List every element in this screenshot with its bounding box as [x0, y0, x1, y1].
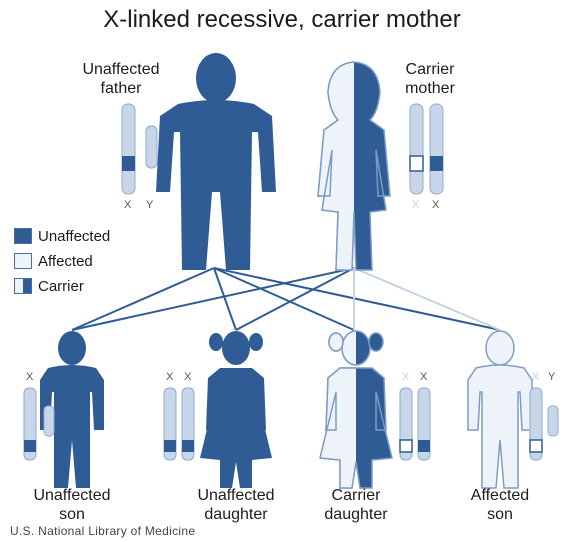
dau2-chrom-label-x2: X — [420, 371, 428, 383]
mother-x-chromosome-1 — [410, 104, 423, 194]
father-label-line1: Unaffected — [66, 60, 176, 79]
child-label-2: Unaffected daughter — [176, 486, 296, 524]
child-label-2-line1: Unaffected — [176, 486, 296, 505]
dau2-chrom-label-x1: X — [402, 371, 410, 383]
father-chromosomes — [122, 104, 157, 194]
legend-label: Affected — [38, 253, 93, 270]
son1-chrom-label-x: X — [26, 371, 34, 383]
legend-item-carrier: Carrier — [14, 276, 84, 296]
child-label-1: Unaffected son — [22, 486, 122, 524]
son1-chrom-label-y: Y — [44, 371, 52, 383]
legend-swatch-light — [14, 253, 32, 269]
child-label-4-line2: son — [450, 505, 550, 524]
dau1-chrom-label-x1: X — [166, 371, 174, 383]
child-label-3-line1: Carrier — [306, 486, 406, 505]
child-label-4: Affected son — [450, 486, 550, 524]
credit-text: U.S. National Library of Medicine — [10, 524, 195, 538]
father-x-chromosome — [122, 104, 135, 194]
child-label-3-line2: daughter — [306, 505, 406, 524]
dau1-chrom-label-x2: X — [184, 371, 192, 383]
child-label-4-line1: Affected — [450, 486, 550, 505]
unaffected-daughter-chromosomes — [164, 388, 194, 460]
carrier-daughter-chromosomes — [400, 388, 430, 460]
child-label-1-line2: son — [22, 505, 122, 524]
affected-son-chromosomes — [530, 388, 558, 460]
mother-x-chromosome-2 — [430, 104, 443, 194]
father-chrom-label-x: X — [124, 199, 132, 211]
carrier-daughter-figure — [320, 331, 392, 488]
inheritance-lines — [72, 268, 500, 330]
father-y-chromosome — [146, 126, 157, 168]
mother-label-line2: mother — [380, 79, 480, 98]
father-chrom-label-y: Y — [146, 199, 154, 211]
father-x-band — [122, 156, 135, 171]
legend-swatch-dark — [14, 228, 32, 244]
mother-x-band-normal — [430, 156, 443, 171]
father-label: Unaffected father — [66, 60, 176, 98]
father-label-line2: father — [66, 79, 176, 98]
legend-swatch-half — [14, 278, 32, 294]
child-label-3: Carrier daughter — [306, 486, 406, 524]
legend-item-unaffected: Unaffected — [14, 226, 110, 246]
legend-item-affected: Affected — [14, 251, 93, 271]
child-label-1-line1: Unaffected — [22, 486, 122, 505]
mother-label-line1: Carrier — [380, 60, 480, 79]
son2-chrom-label-x: X — [532, 371, 540, 383]
mother-chrom-label-x2: X — [432, 199, 440, 211]
legend-label: Carrier — [38, 278, 84, 295]
mother-chrom-label-x1: X — [412, 199, 420, 211]
mother-x-band-affected — [410, 156, 423, 171]
affected-son-figure — [468, 331, 532, 488]
unaffected-daughter-figure — [200, 331, 272, 488]
son2-chrom-label-y: Y — [548, 371, 556, 383]
mother-label: Carrier mother — [380, 60, 480, 98]
legend-label: Unaffected — [38, 228, 110, 245]
child-label-2-line2: daughter — [176, 505, 296, 524]
mother-chromosomes — [410, 104, 443, 194]
